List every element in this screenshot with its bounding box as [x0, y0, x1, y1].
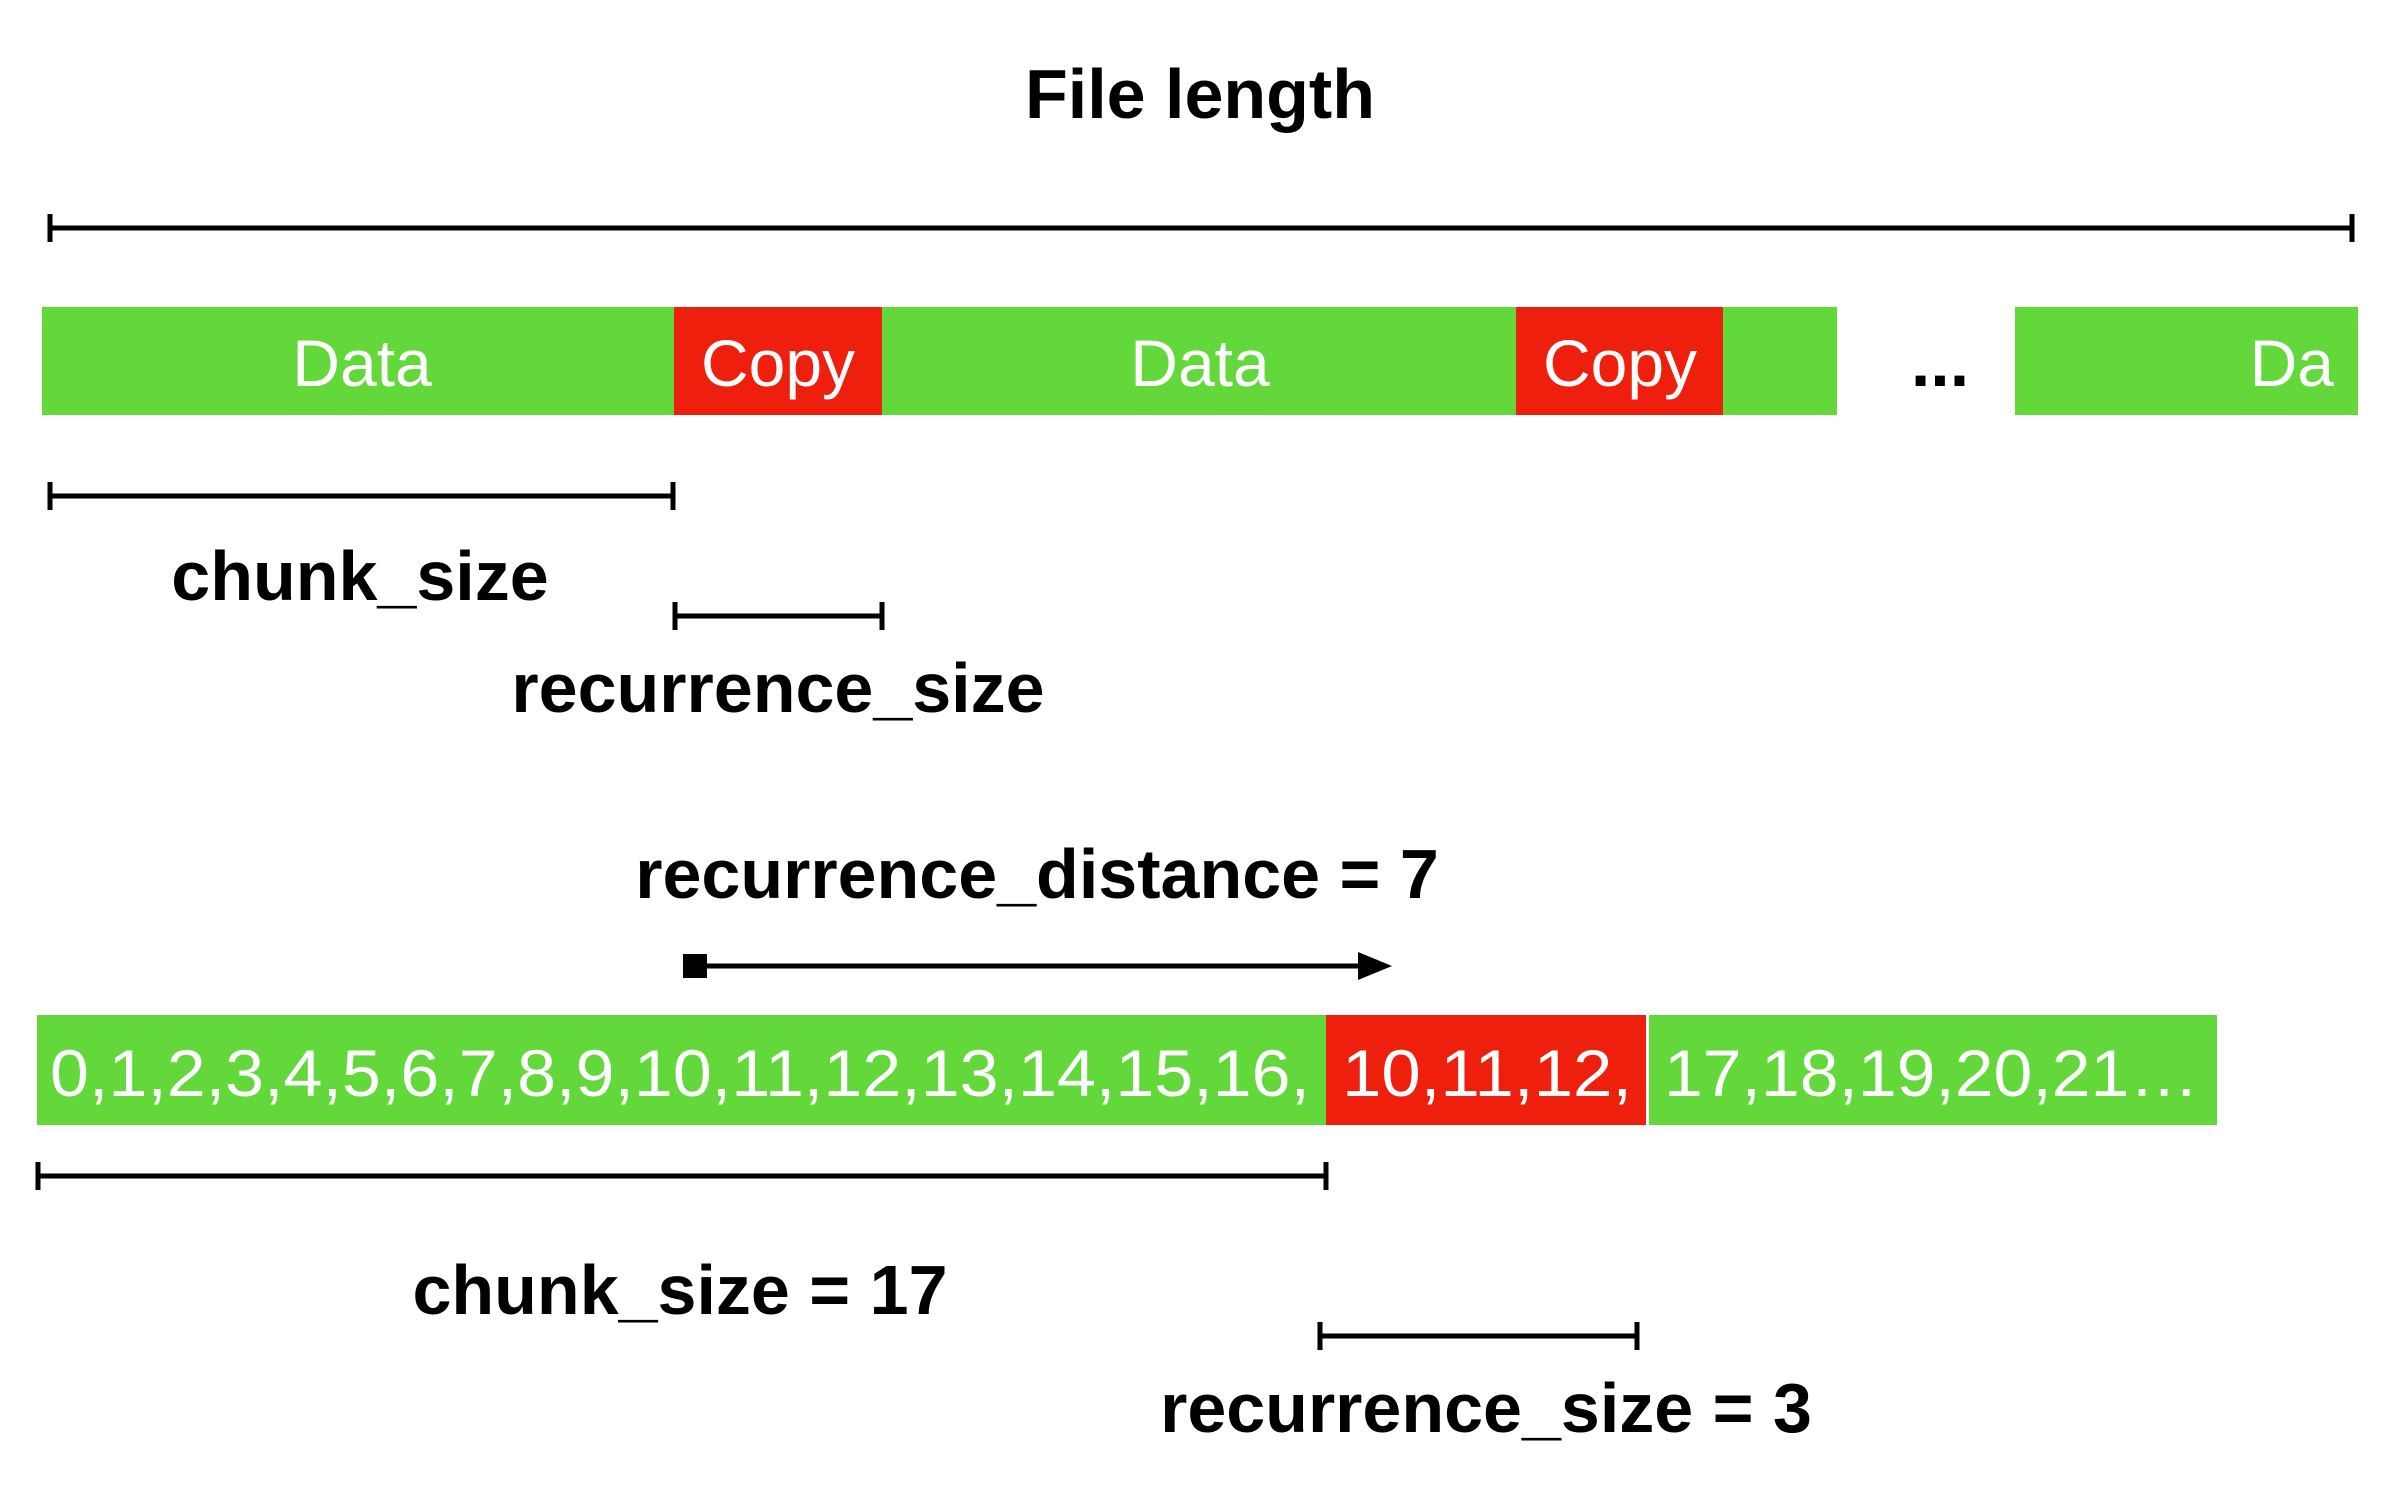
- top-segment-data-2: [882, 307, 1516, 415]
- top-segment-label-copy-2: Copy: [1543, 326, 1697, 400]
- file-length-title: File length: [1025, 55, 1375, 133]
- top-segment-label-data-1: Data: [292, 326, 432, 400]
- top-segment-bar: Data Copy Data Copy Da ...: [42, 307, 2358, 415]
- top-segment-copy-2: [1516, 307, 1723, 415]
- ellipsis: ...: [1911, 323, 1969, 401]
- recurrence-size-3-label: recurrence_size = 3: [1160, 1369, 1812, 1447]
- chunk-size-bracket: [47, 482, 676, 510]
- recurrence-distance-arrow: [683, 952, 1392, 980]
- chunk-size-17-label: chunk_size = 17: [412, 1251, 947, 1329]
- bottom-sequence-bar: 0,1,2,3,4,5,6,7,8,9,10,11,12,13,14,15,16…: [37, 1015, 2217, 1125]
- bottom-segment-data: [37, 1015, 1326, 1125]
- top-segment-label-data-4: Da: [2250, 326, 2335, 400]
- recurrence-distance-label: recurrence_distance = 7: [635, 835, 1439, 913]
- top-segment-label-data-2: Data: [1130, 326, 1270, 400]
- top-segment-data-3: [1723, 307, 1837, 415]
- bottom-tail-sequence: 17,18,19,20,21…: [1664, 1036, 2199, 1110]
- recurrence-size-3-bracket: [1317, 1322, 1640, 1350]
- bottom-segment-copy: [1326, 1015, 1646, 1125]
- chunk-size-17-bracket: [35, 1162, 1329, 1190]
- recurrence-size-bracket: [672, 602, 885, 630]
- bottom-data-sequence: 0,1,2,3,4,5,6,7,8,9,10,11,12,13,14,15,16…: [50, 1036, 1310, 1110]
- bottom-copy-sequence: 10,11,12,: [1342, 1036, 1632, 1110]
- top-segment-data-4: [2015, 307, 2358, 415]
- top-segment-data-1: [42, 307, 674, 415]
- chunk-size-label: chunk_size: [171, 537, 548, 615]
- file-length-bracket: [47, 214, 2355, 242]
- recurrence-size-label: recurrence_size: [511, 649, 1044, 727]
- top-segment-label-copy-1: Copy: [701, 326, 855, 400]
- bottom-segment-tail: [1649, 1015, 2217, 1125]
- top-segment-copy-1: [674, 307, 882, 415]
